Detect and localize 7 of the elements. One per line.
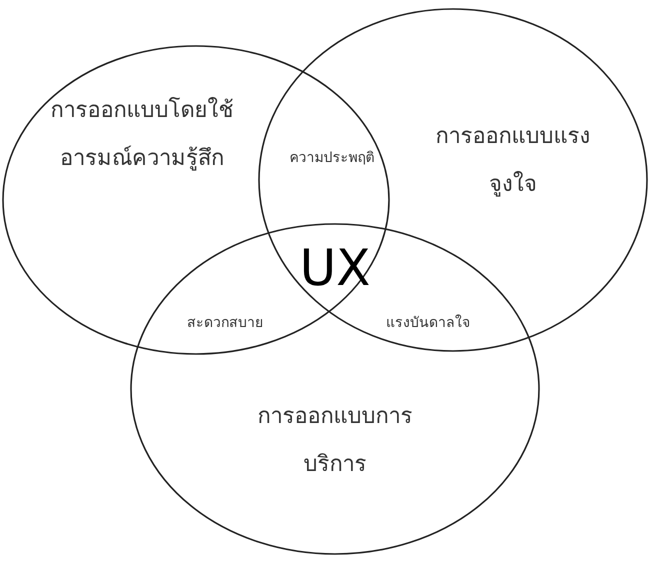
overlap-label: ความประพฤติ xyxy=(290,149,374,168)
center-label: UX xyxy=(300,239,370,297)
overlap-label: สะดวกสบาย xyxy=(187,314,263,333)
overlap-label: แรงบันดาลใจ xyxy=(386,314,470,333)
circle-label: การออกแบบการบริการ xyxy=(256,403,414,479)
circle-label: การออกแบบแรงจูงใจ xyxy=(434,123,592,199)
circle-label: การออกแบบโดยใช้อารมณ์ความรู้สึก xyxy=(50,96,234,173)
